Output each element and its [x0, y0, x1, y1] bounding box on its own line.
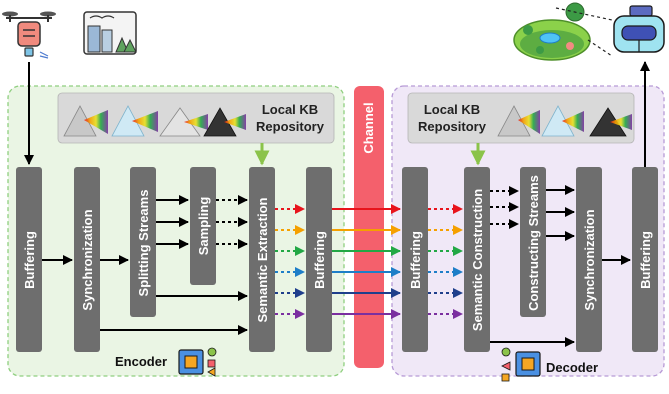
- encoder-buffering-label: Buffering: [22, 231, 37, 289]
- processor-chip-icon: [178, 347, 217, 377]
- encoder-kb-label-line1: Local KB: [262, 102, 318, 117]
- prism-icon: [497, 105, 540, 137]
- prism-icon: [203, 107, 246, 137]
- decoder-buffering-block: Buffering: [402, 167, 428, 352]
- prism-icon: [63, 105, 108, 137]
- encoder-synchronization-label: Synchronization: [80, 209, 95, 310]
- park-scene-icon: [513, 2, 591, 61]
- encoder-buffering-block: Buffering: [16, 167, 42, 352]
- semantic-construction-label: Semantic Construction: [470, 189, 485, 331]
- channel-colored-streams: [332, 204, 401, 319]
- decoder-kb-repository: Local KB Repository: [407, 92, 635, 144]
- magnify-connector: [555, 7, 613, 57]
- encoder-synchronization-block: Synchronization: [74, 167, 100, 352]
- encoder-kb-label-line2: Repository: [256, 119, 325, 134]
- processor-chip-icon: [501, 347, 541, 382]
- constructing-streams-block: Constructing Streams: [520, 167, 546, 317]
- decoder-synchronization-block: Synchronization: [576, 167, 602, 352]
- decoder-kb-label-line1: Local KB: [424, 102, 480, 117]
- decoder-synchronization-label: Synchronization: [582, 209, 597, 310]
- decoder-output-buffering-label: Buffering: [638, 231, 653, 289]
- constructing-streams-label: Constructing Streams: [526, 175, 541, 311]
- semantic-extraction-label: Semantic Extraction: [255, 197, 270, 322]
- channel-bar: Channel: [354, 86, 384, 368]
- semantic-construction-block: Semantic Construction: [464, 167, 490, 352]
- prism-icon: [159, 107, 208, 137]
- vr-headset-icon: [613, 5, 665, 53]
- encoder-kb-repository: Local KB Repository: [57, 92, 335, 144]
- semantic-extraction-block: Semantic Extraction: [249, 167, 275, 352]
- channel-label: Channel: [361, 102, 376, 153]
- encoder-output-buffering-block: Buffering: [306, 167, 332, 352]
- splitting-streams-label: Splitting Streams: [136, 190, 151, 297]
- encoder-colored-streams: [275, 204, 305, 319]
- decoder-flow-arrows: [490, 61, 650, 347]
- prism-icon: [111, 105, 158, 137]
- city-scene-icon: [83, 11, 137, 55]
- drone-icon: [2, 11, 56, 59]
- prism-icon: [541, 105, 584, 137]
- sampling-block: Sampling: [190, 167, 216, 285]
- decoder-kb-label-line2: Repository: [418, 119, 487, 134]
- encoder-flow-arrows: [24, 62, 248, 335]
- decoder-buffering-label: Buffering: [408, 231, 423, 289]
- splitting-streams-block: Splitting Streams: [130, 167, 156, 317]
- decoder-output-buffering-block: Buffering: [632, 167, 658, 352]
- encoder-label: Encoder: [115, 354, 167, 369]
- decoder-label: Decoder: [546, 360, 598, 375]
- encoder-output-buffering-label: Buffering: [312, 231, 327, 289]
- prism-icon: [589, 107, 632, 137]
- sampling-label: Sampling: [196, 197, 211, 256]
